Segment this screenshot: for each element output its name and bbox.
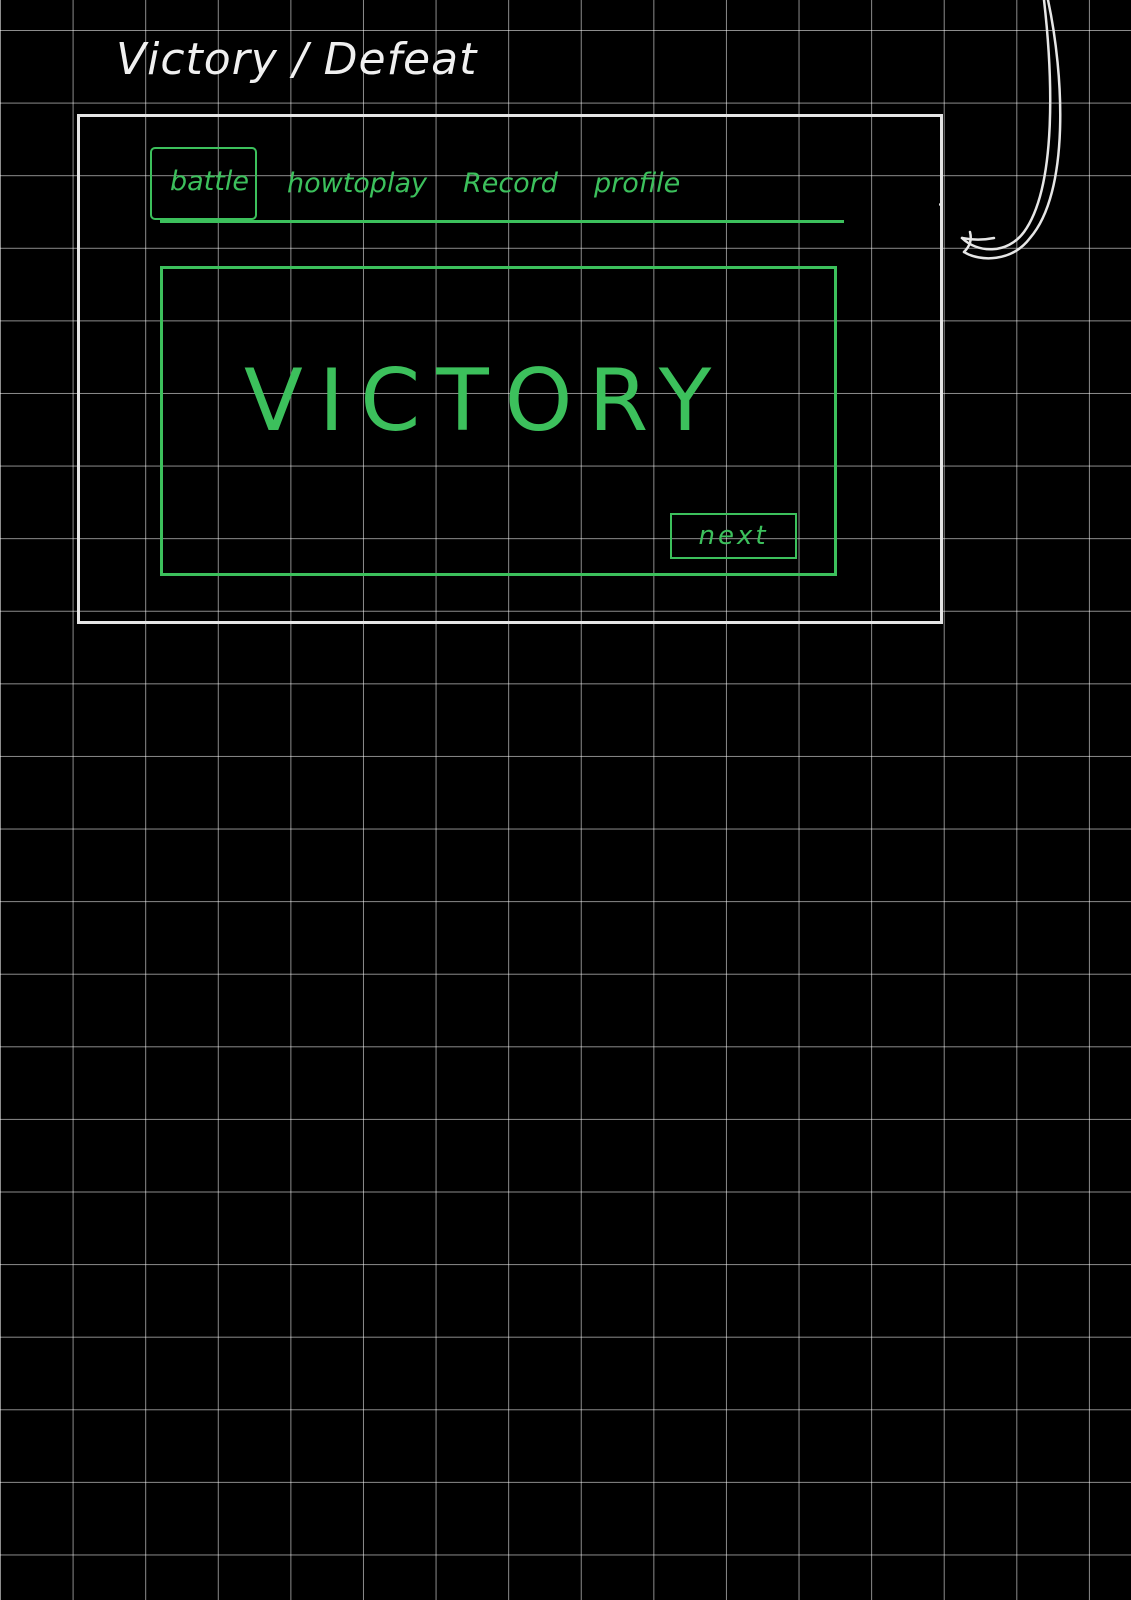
curved-arrow-icon — [960, 0, 1062, 260]
tab-howtoplay[interactable]: howtoplay — [286, 167, 427, 199]
page-title: Victory / Defeat — [116, 34, 478, 85]
next-button[interactable]: next — [670, 513, 797, 559]
result-panel — [160, 266, 837, 576]
tab-record[interactable]: Record — [462, 167, 558, 199]
tab-profile[interactable]: profile — [593, 167, 681, 199]
tab-battle[interactable]: battle — [150, 146, 257, 220]
nav-tabs: battle howtoplay Record profile — [150, 145, 680, 221]
nav-underline — [160, 220, 844, 223]
stray-dot — [939, 203, 942, 206]
result-heading: VICTORY — [244, 351, 728, 451]
device-frame — [77, 114, 943, 624]
